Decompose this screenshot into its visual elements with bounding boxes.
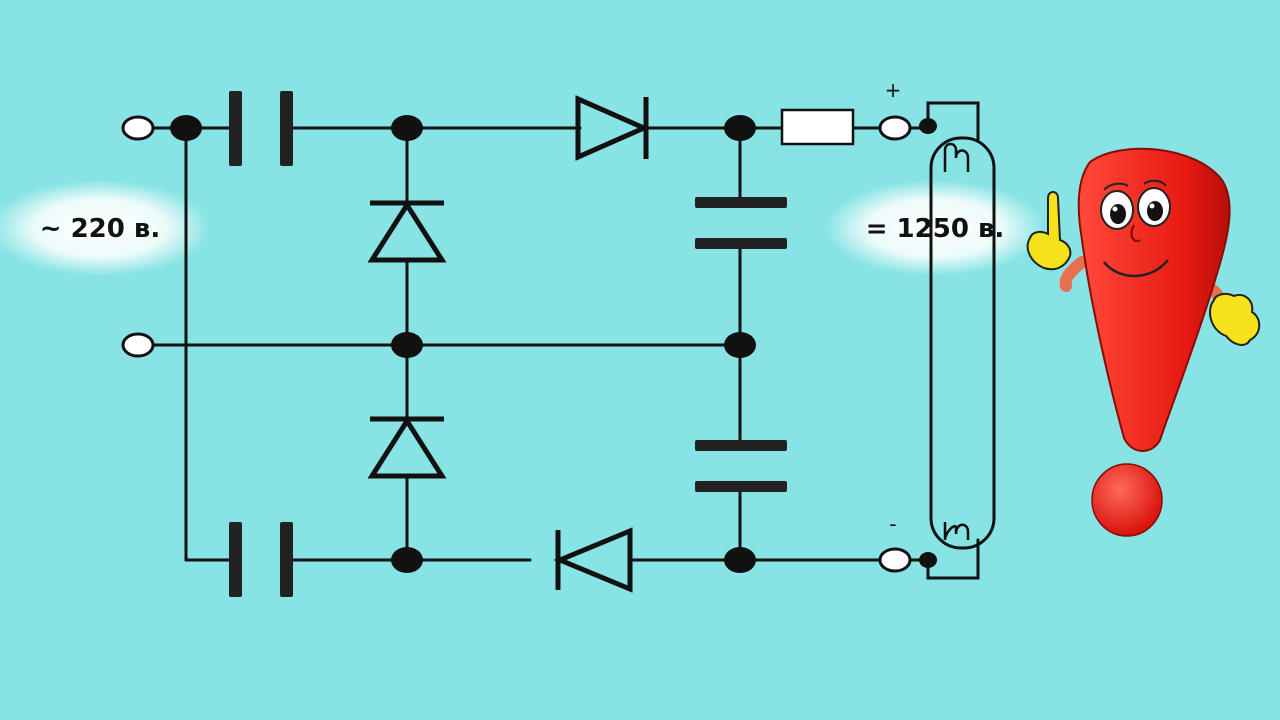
diode-top-right — [575, 95, 651, 161]
wires — [150, 126, 882, 562]
output-voltage-label: = 1250 в. — [866, 214, 1005, 244]
resistor — [780, 108, 855, 146]
input-label-glow — [0, 180, 210, 276]
input-capacitor-bottom — [229, 522, 293, 597]
terminals — [121, 115, 912, 573]
plus-sign: + — [885, 78, 902, 102]
diode-upper — [367, 200, 447, 263]
junction-nodes — [170, 115, 756, 573]
filter-capacitor-top — [695, 197, 787, 249]
output-label-glow — [825, 180, 1045, 276]
exclamation-mascot-icon — [1026, 147, 1261, 537]
minus-sign: - — [889, 512, 896, 536]
diode-bottom-left — [553, 527, 633, 593]
input-voltage-label: ~ 220 в. — [40, 214, 161, 244]
filter-capacitor-bottom — [695, 440, 787, 492]
diode-lower — [367, 416, 447, 479]
input-capacitor-top — [229, 91, 293, 166]
fluorescent-lamp — [908, 101, 996, 580]
